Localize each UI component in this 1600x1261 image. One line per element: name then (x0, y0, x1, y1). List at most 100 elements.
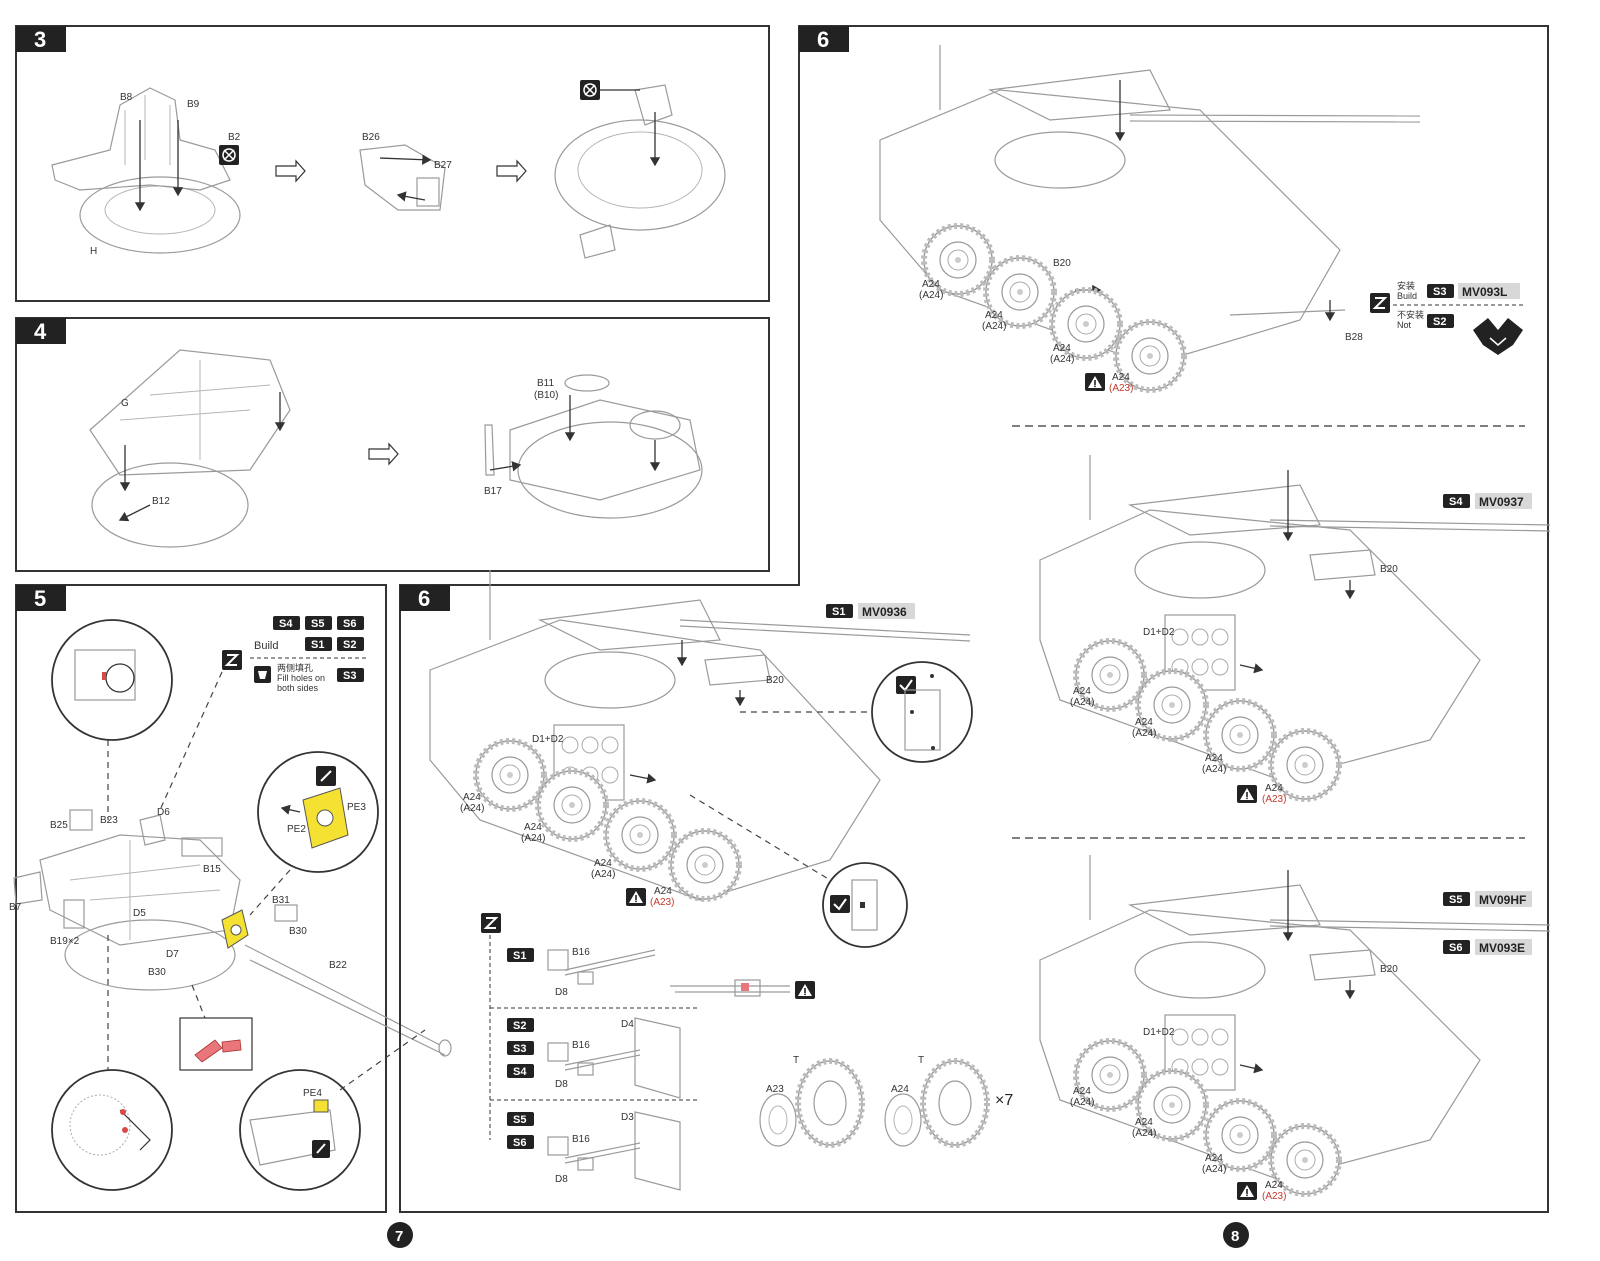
fox-logo-icon (1473, 318, 1523, 355)
page-number-badge (387, 1222, 413, 1248)
part-label: (A23) (650, 897, 674, 908)
warning-icon (1085, 373, 1105, 391)
part-label: A24 (524, 822, 542, 833)
part-label: A24 (594, 858, 612, 869)
part-label: A24 (1205, 753, 1223, 764)
part-label: (A24) (1202, 764, 1226, 775)
mg-assembly (547, 949, 656, 985)
build-en: Build (1397, 291, 1417, 301)
variant-badge: S5 (513, 1114, 526, 1126)
variant-badge: S4 (513, 1066, 527, 1078)
road-wheel (606, 801, 674, 869)
highlight-pe4 (313, 1099, 329, 1113)
variant-badge: S2 (513, 1020, 526, 1032)
part-label: A24 (922, 279, 940, 290)
step-6-badge (799, 26, 849, 52)
variant-badge: S6 (343, 618, 356, 630)
part-label: PE3 (347, 802, 366, 813)
part-label: D1+D2 (532, 734, 564, 745)
wheel-assembly-a23 (759, 1058, 865, 1148)
part-label: (A24) (919, 290, 943, 301)
part-label: (A24) (1070, 697, 1094, 708)
part-label: B2 (228, 132, 241, 143)
mg-shield-assembly (547, 1111, 681, 1191)
wheel-assembly-a24 (884, 1058, 990, 1148)
model-code: MV0936 (862, 605, 907, 619)
part-label: B27 (434, 160, 452, 171)
part-label: B20 (1053, 258, 1071, 269)
next-arrow-icon (275, 159, 306, 183)
part-label: A24 (1073, 686, 1091, 697)
step-4-badge (16, 318, 66, 344)
part-label: B28 (1345, 332, 1363, 343)
vehicle-hull (879, 45, 1421, 366)
fill-holes-cn: 两侧填孔 (277, 662, 313, 673)
part-label: A24 (463, 792, 481, 803)
part-label: A24 (1073, 1086, 1091, 1097)
detail-callout (239, 1069, 361, 1191)
cement-icon (830, 895, 850, 913)
warning-icon (1237, 1182, 1257, 1200)
step-6-number: 6 (418, 586, 430, 611)
page-number: 8 (1231, 1228, 1239, 1245)
part-label: (A24) (591, 869, 615, 880)
part-label: B15 (203, 864, 221, 875)
part-label: (A24) (1050, 354, 1074, 365)
road-wheel (476, 741, 544, 809)
turret-body-assembly (89, 349, 291, 548)
variant-badge: S1 (513, 950, 526, 962)
part-label: A24 (654, 886, 672, 897)
part-label: B20 (1380, 964, 1398, 975)
part-label: D1+D2 (1143, 627, 1175, 638)
step-3-number: 3 (34, 27, 46, 52)
part-label: A24 (1265, 1180, 1283, 1191)
step-6-left-panel: 6 S1 MV0936 B20 D1+D2 A2 (399, 25, 1549, 1213)
cement-icon (896, 676, 916, 694)
variant-badge: S3 (343, 670, 356, 682)
variant-badge: S4 (279, 618, 293, 630)
part-label: (A24) (521, 833, 545, 844)
tire-tag: T (793, 1055, 799, 1066)
step-5-number: 5 (34, 586, 46, 611)
part-label: D6 (157, 807, 170, 818)
part-label: A24 (1053, 343, 1071, 354)
alternate-parts-icon (221, 649, 243, 671)
part-label: B26 (362, 132, 380, 143)
part-label: B16 (572, 947, 590, 958)
variant-badge: S3 (1433, 286, 1446, 298)
part-label: PE4 (303, 1088, 322, 1099)
model-code: MV093E (1479, 941, 1525, 955)
variant-badge: S4 (1449, 496, 1463, 508)
part-label: B7 (9, 902, 22, 913)
alternate-parts-icon (1369, 292, 1391, 314)
not-en: Not (1397, 320, 1412, 330)
part-label: B11 (537, 378, 554, 389)
part-label: (A24) (1202, 1164, 1226, 1175)
mg-shield-assembly (547, 1017, 681, 1099)
variant-badge: S6 (1449, 942, 1462, 954)
road-wheel (538, 771, 606, 839)
part-label: D8 (555, 1174, 568, 1185)
part-label: B20 (766, 675, 784, 686)
part-label: D5 (133, 908, 146, 919)
part-label: B17 (484, 486, 502, 497)
part-label: G (121, 398, 129, 409)
variant-badge: S2 (1433, 316, 1446, 328)
variant-badge: S1 (311, 639, 324, 651)
part-label: D8 (555, 1079, 568, 1090)
step-3-panel: 3 B8 B9 B2 H B26 B27 (15, 25, 770, 302)
part-label: H (90, 246, 97, 257)
road-wheel (671, 831, 739, 899)
step-3-badge (16, 26, 66, 52)
step-6-badge (400, 585, 450, 611)
variant-badge: S3 (513, 1043, 526, 1055)
detail-callout (871, 661, 973, 763)
part-label: (B10) (534, 390, 558, 401)
turret-assembly (13, 809, 452, 1057)
part-label: D7 (166, 949, 179, 960)
fill-holes-en: Fill holes on (277, 673, 325, 683)
part-label: PE2 (287, 824, 306, 835)
fill-holes-en: both sides (277, 683, 319, 693)
quantity-label: ×7 (995, 1092, 1013, 1109)
